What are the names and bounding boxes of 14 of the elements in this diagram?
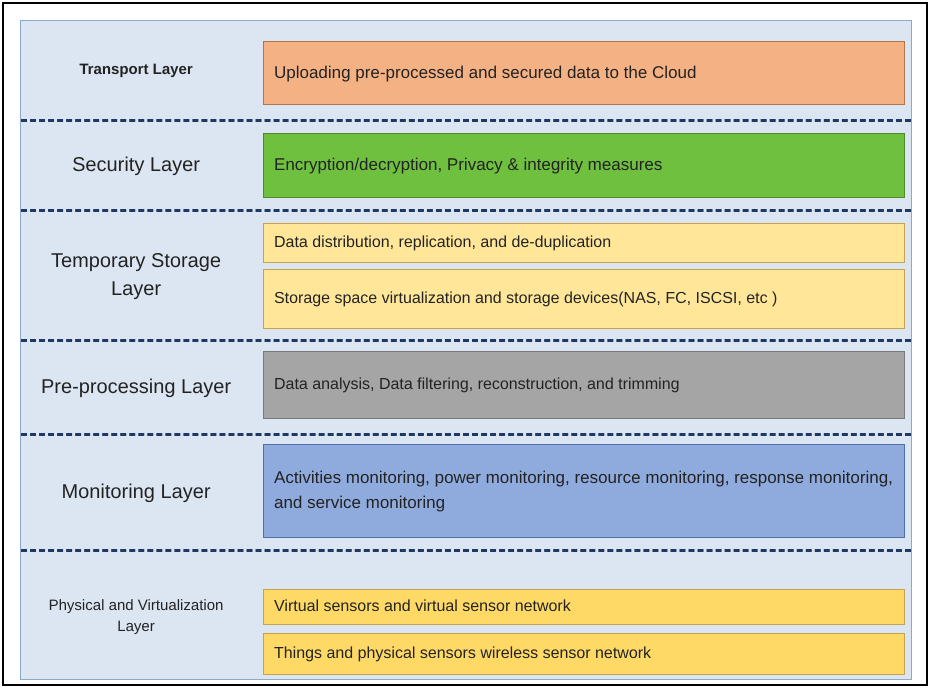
function-box: Data analysis, Data filtering, reconstruction, and trimming: [263, 351, 905, 419]
function-box: Data distribution, replication, and de-duplication: [263, 223, 905, 263]
function-box: Encryption/decryption, Privacy & integrity measures: [263, 133, 905, 198]
layer-title: Security Layer: [71, 152, 201, 178]
function-box: Activities monitoring, power monitoring, resource monitoring, response monitoring, and service monitoring: [263, 444, 905, 538]
layer-title: Physical and Virtualization Layer: [48, 596, 224, 636]
function-box: Storage space virtualization and storage devices(NAS, FC, ISCSI, etc ): [263, 269, 905, 329]
function-box: Virtual sensors and virtual sensor network: [263, 589, 905, 625]
layer-title: Temporary Storage Layer: [50, 249, 222, 302]
layer-title: Monitoring Layer: [60, 480, 212, 505]
layer-title: Transport Layer: [78, 60, 194, 80]
function-box: Uploading pre-processed and secured data to the Cloud: [263, 41, 905, 105]
function-box: Things and physical sensors wireless sensor network: [263, 633, 905, 675]
layer-title: Pre-processing Layer: [40, 374, 232, 400]
